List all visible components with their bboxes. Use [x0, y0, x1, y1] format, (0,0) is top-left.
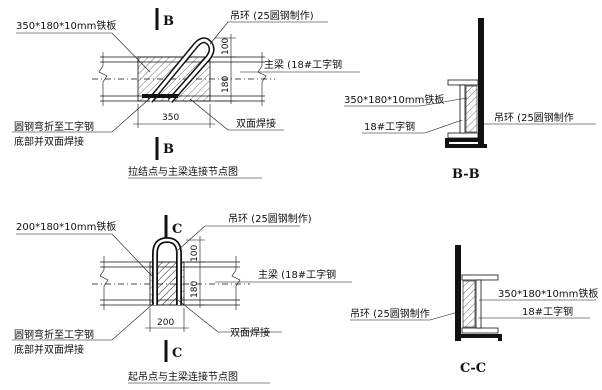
plate-label-bb: 350*180*10mm铁板 [344, 93, 444, 106]
ring-section-cc [456, 250, 502, 341]
section-bb: 350*180*10mm铁板 18#工字钢 吊环 (25圆钢制作 B-B [344, 18, 596, 182]
dim-plate-width-top: 350 [162, 113, 179, 123]
weld-label-top: 双面焊接 [236, 117, 276, 130]
beam-label-top: 主梁 (18#工字钢 [264, 58, 342, 71]
ibeam-section-cc [461, 274, 499, 334]
plate-label-top: 350*180*10mm铁板 [16, 19, 116, 32]
bend-label-top-2: 底部并双面焊接 [14, 135, 84, 148]
beam-label-bb: 18#工字钢 [364, 120, 415, 133]
plate-label-cc: 350*180*10mm铁板 [498, 287, 598, 300]
bend-label-bottom-1: 圆钢弯折至工字钢 [14, 328, 94, 341]
ring-section-bb [445, 22, 487, 148]
ring-label-bb: 吊环 (25圆钢制作 [494, 111, 574, 124]
section-mark-top-lower: B [163, 142, 174, 157]
section-cc: 350*180*10mm铁板 18#工字钢 吊环 (25圆钢制作 C-C [350, 245, 598, 376]
section-mark-top-upper: B [163, 14, 174, 29]
dim-beam-height-bottom: 180 [190, 281, 200, 298]
ring-label-bottom: 吊环 (25圆钢制作) [228, 212, 312, 225]
plate-label-bottom: 200*180*10mm铁板 [16, 220, 116, 233]
caption-top: 拉结点与主梁连接节点图 [128, 165, 238, 178]
caption-cc: C-C [460, 361, 486, 376]
section-mark-bottom-lower: C [172, 346, 182, 361]
dim-ring-height-bottom: 100 [190, 245, 200, 262]
lifting-ring-bottom [152, 236, 182, 305]
dim-plate-width-bottom: 200 [157, 318, 174, 328]
caption-bb: B-B [452, 167, 480, 182]
ibeam-section-bb [447, 79, 479, 139]
top-detail: B B 100 180 350 [12, 8, 360, 179]
beam-label-bottom: 主梁 (18#工字钢 [258, 268, 336, 281]
bottom-detail: C C 100 180 200 200*180*10mm铁板 [12, 212, 352, 384]
ring-label-top: 吊环 (25圆钢制作) [230, 9, 314, 22]
bend-label-bottom-2: 底部并双面焊接 [14, 343, 84, 356]
dim-ring-height-top: 100 [221, 38, 231, 55]
beam-label-cc: 18#工字钢 [522, 305, 573, 318]
caption-bottom: 起吊点与主梁连接节点图 [128, 370, 238, 383]
bend-label-top-1: 圆钢弯折至工字钢 [14, 120, 94, 133]
ring-label-cc: 吊环 (25圆钢制作 [350, 307, 430, 320]
section-mark-bottom-upper: C [172, 222, 182, 237]
dim-beam-height-top: 180 [221, 76, 231, 93]
weld-label-bottom: 双面焊接 [230, 326, 270, 339]
